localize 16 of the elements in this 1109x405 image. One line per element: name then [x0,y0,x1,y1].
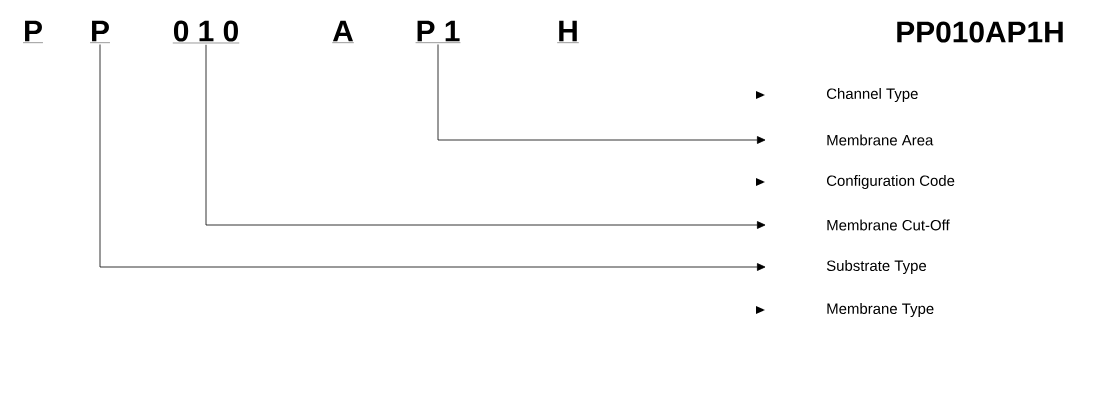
field-label: Configuration Code [826,175,955,189]
field-label: Membrane Type [827,303,934,317]
field-label: Membrane Cut-Off [827,219,950,231]
field-label: Channel Type [826,88,918,102]
code-segment: A [332,20,354,43]
connector-arrow [205,44,766,229]
code-segment: H [557,20,579,43]
field-label: Membrane Area [827,134,934,146]
field-label: Substrate Type [826,260,927,274]
code-segment: P [22,20,44,43]
product-code: PP010AP1H [897,21,1063,43]
code-segment: P [89,20,111,43]
connector-arrow [437,44,766,144]
code-segment: P 1 [415,20,461,43]
code-segment: 0 1 0 [172,20,240,44]
connector-arrow [99,44,766,271]
